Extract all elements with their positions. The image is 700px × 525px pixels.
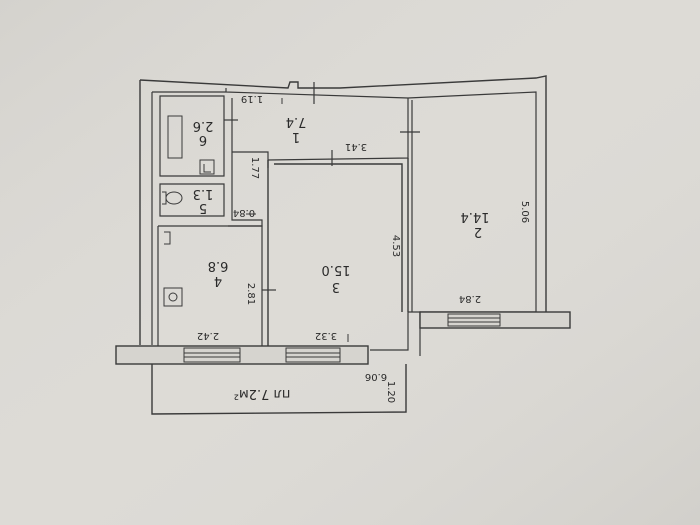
dim-balcony-depth: 1.20: [385, 381, 396, 403]
balcony-area: пл 7.2м²: [234, 386, 291, 401]
bath-walls: [159, 95, 225, 217]
window-bar-right: [419, 311, 571, 329]
room-4-area: 6.8: [208, 258, 229, 273]
dim-hall-height: 1.77: [249, 157, 260, 179]
vent-mark: [164, 231, 171, 245]
outer-wall-top-inner: [152, 88, 537, 312]
dim-hall-width: 1.19: [241, 93, 263, 104]
dim-living-width: 3.32: [315, 330, 337, 341]
dim-wc-width: 0.84: [233, 207, 255, 218]
balcony: [151, 364, 407, 415]
outer-wall-top: [139, 75, 547, 312]
room-6-area: 2.6: [193, 118, 214, 133]
dim-ticks: [246, 98, 349, 342]
kitchen-walls: [157, 225, 263, 346]
window-bottom-mid: [285, 347, 341, 363]
room-4-number: 4: [214, 273, 222, 288]
window-bottom-mid-lines: [286, 352, 340, 358]
room-5-area: 1.3: [193, 186, 214, 201]
walls: [115, 75, 571, 415]
room-1-number: 1: [292, 129, 300, 144]
labels: 6 2.6 5 1.3 1 7.4 2 14.4 3 15.0 4 6.8 1.…: [193, 93, 530, 403]
dim-living-depth: 4.53: [390, 235, 401, 257]
dim-kitchen-width: 2.42: [197, 330, 219, 341]
toilet-tank: [162, 191, 167, 205]
room-6-number: 6: [199, 132, 207, 147]
window-bottom-left-lines: [184, 352, 240, 358]
room-5-number: 5: [199, 200, 207, 215]
window-bottom-left: [183, 347, 241, 363]
window-right: [447, 313, 501, 327]
window-bar-bottom: [115, 345, 369, 365]
room-3-area: 15.0: [322, 262, 351, 277]
living-walls: [267, 158, 409, 346]
dim-balcony-length: 6.06: [365, 371, 387, 382]
dim-big-room-width: 2.84: [459, 293, 481, 304]
dim-hall-length: 3.41: [345, 141, 367, 152]
sink-box: [199, 159, 215, 175]
window-right-lines: [448, 317, 500, 323]
room-2-area: 14.4: [461, 209, 490, 224]
stove: [163, 287, 183, 307]
dim-big-room-depth: 5.06: [519, 201, 530, 223]
room-1-area: 7.4: [286, 114, 307, 129]
stove-burner: [168, 292, 178, 302]
room-2-number: 2: [474, 224, 482, 239]
dim-kitchen-depth: 2.81: [245, 283, 256, 305]
bathtub: [167, 115, 183, 159]
sink-mark: [203, 164, 211, 173]
room-3-number: 3: [332, 279, 340, 294]
